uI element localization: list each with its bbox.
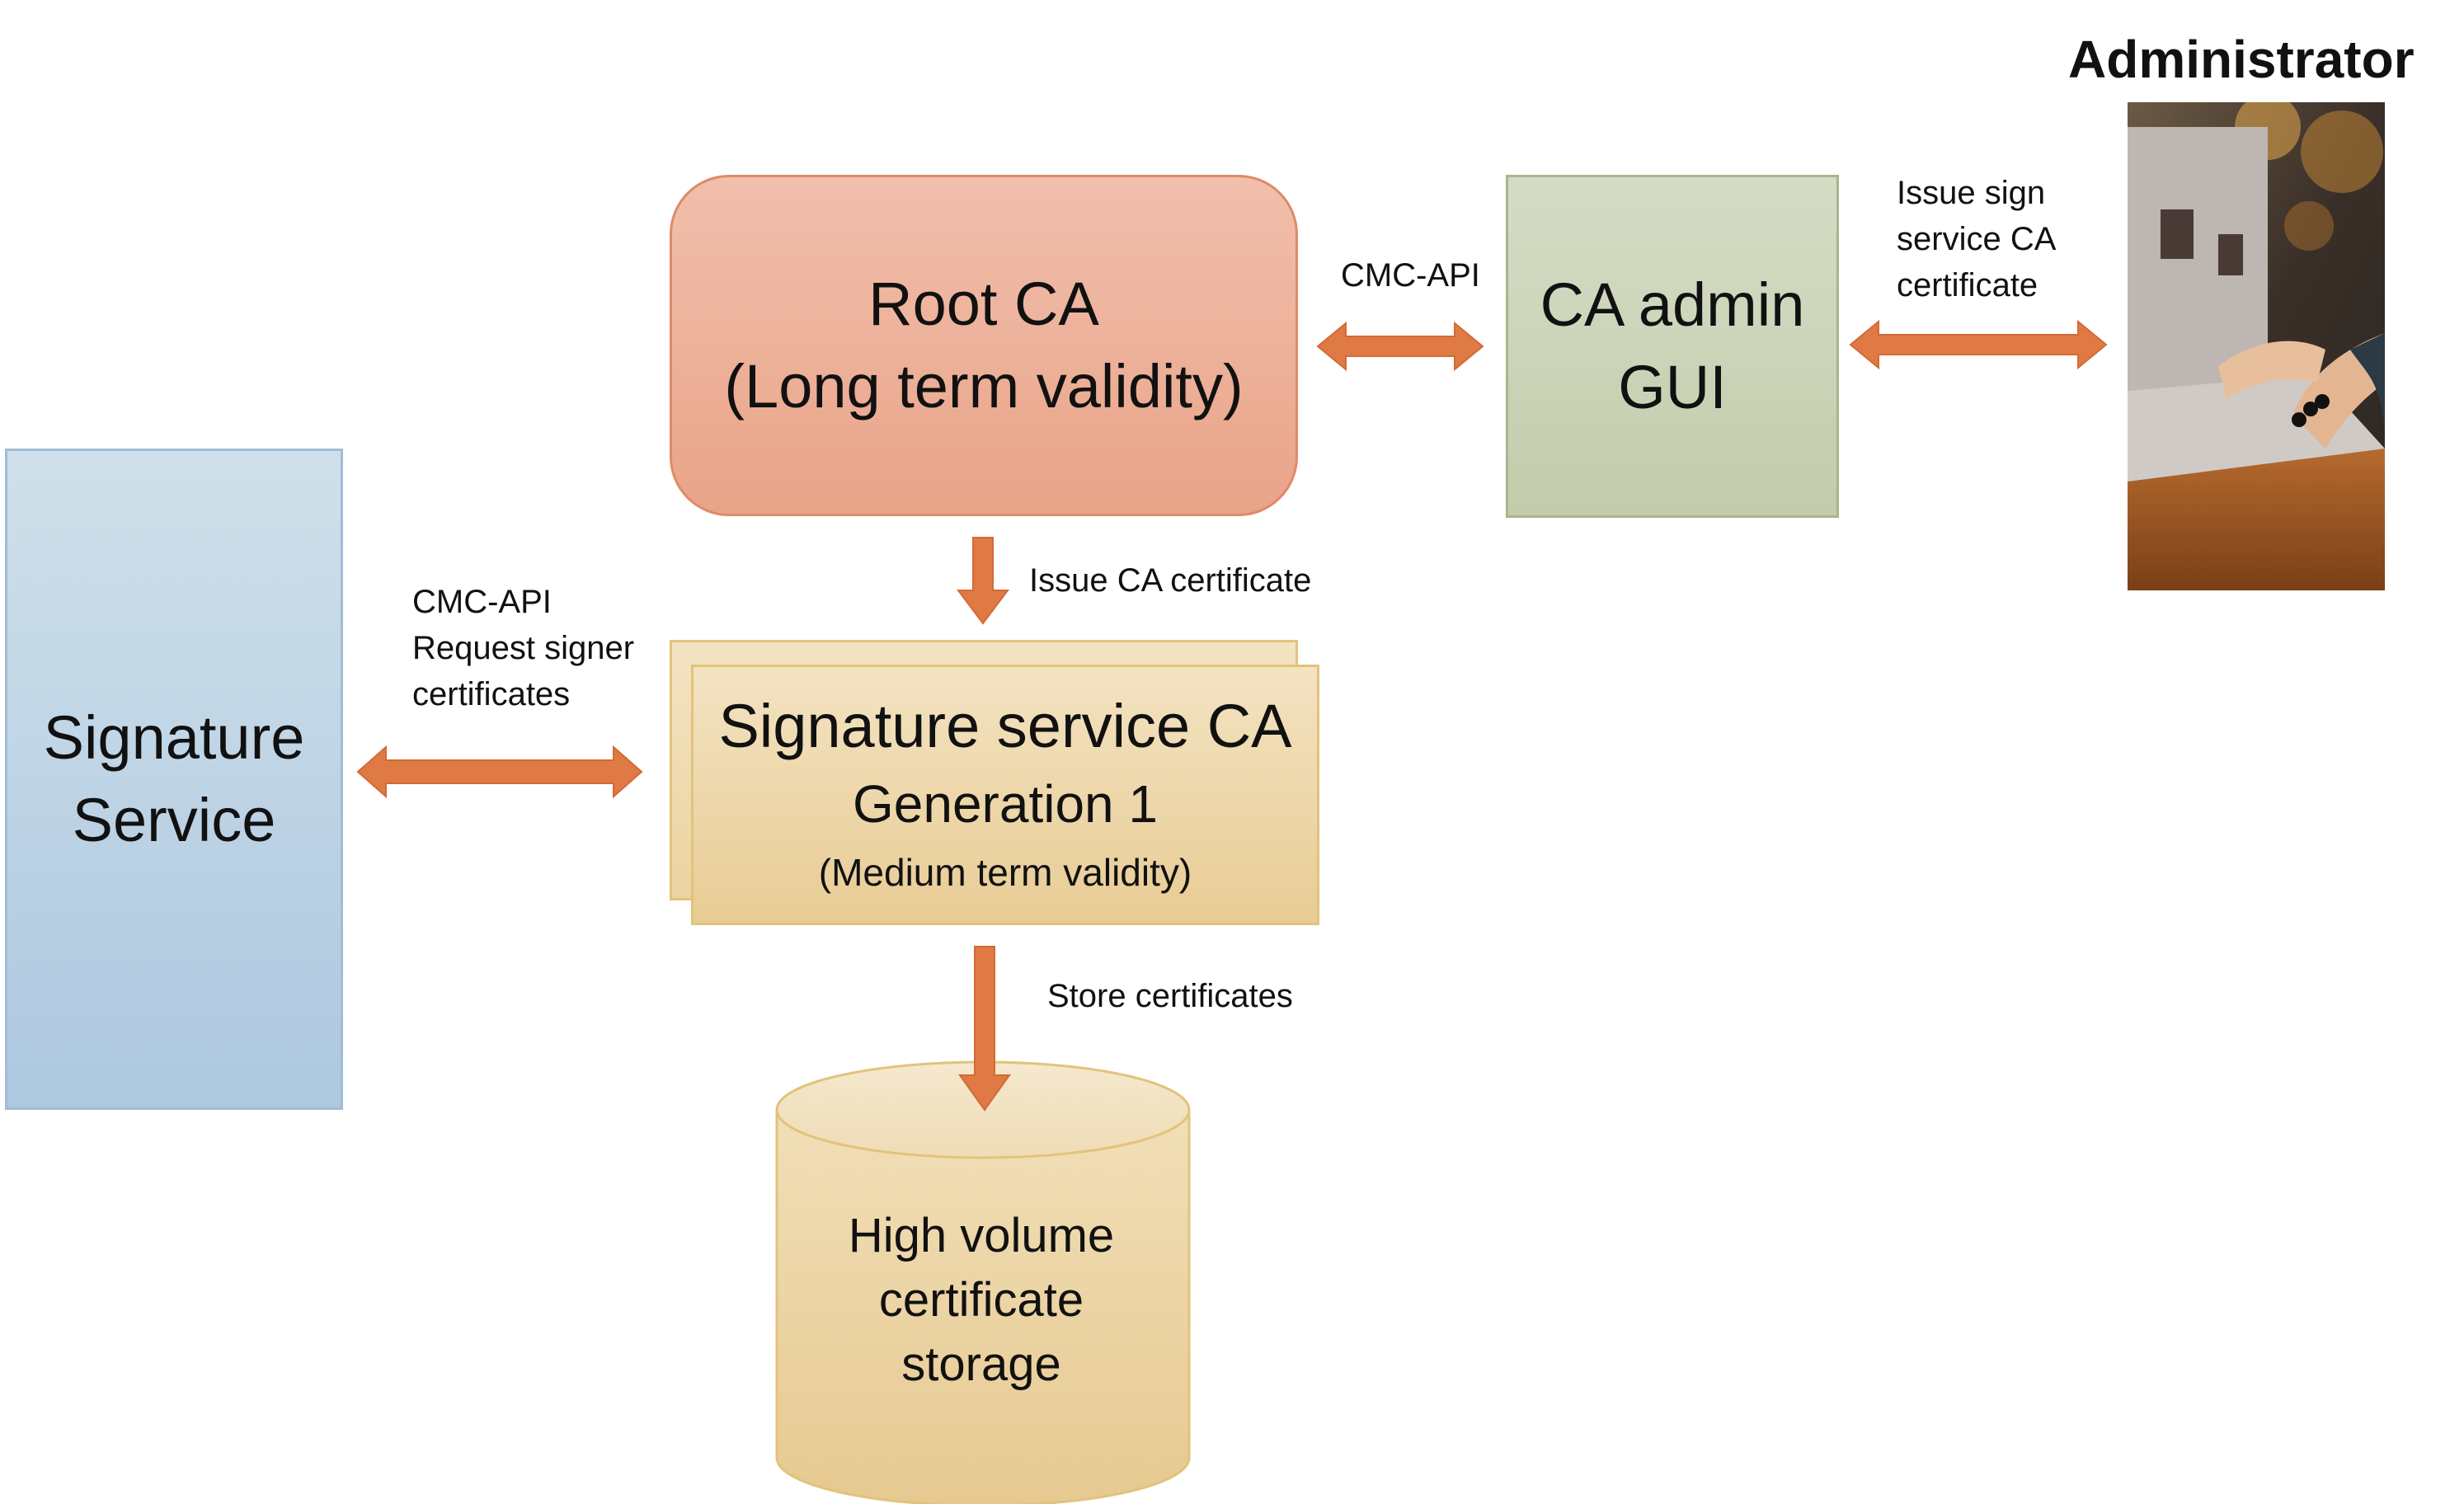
sigservice-label-line-2: Request signer bbox=[412, 630, 635, 666]
administrator-title: Administrator bbox=[2068, 30, 2415, 89]
ca-admin-subtitle: GUI bbox=[1618, 353, 1727, 421]
signature-service-node: Signature Service bbox=[5, 449, 343, 1110]
sigservice-label-line-1: CMC-API bbox=[412, 584, 552, 620]
admin-user-label-line-2: service CA bbox=[1897, 221, 2057, 257]
sigservice-label: CMC-API Request signer certificates bbox=[412, 579, 634, 717]
signature-ca-title: Signature service CA bbox=[718, 692, 1292, 760]
root-admin-label: CMC-API bbox=[1341, 257, 1480, 294]
storage-cylinder bbox=[775, 1060, 1191, 1504]
root-ca-subtitle: (Long term validity) bbox=[724, 352, 1244, 421]
storage-label: High volume certificate storage bbox=[775, 1204, 1187, 1397]
sigservice-arrow bbox=[356, 745, 643, 799]
signature-ca-generation: Generation 1 bbox=[852, 774, 1159, 834]
signature-ca-validity: (Medium term validity) bbox=[818, 851, 1192, 894]
admin-user-label-line-3: certificate bbox=[1897, 267, 2038, 303]
signature-service-ca-node: Signature service CA Generation 1 (Mediu… bbox=[691, 665, 1319, 925]
admin-user-arrow bbox=[1849, 319, 2108, 370]
admin-user-label: Issue sign service CA certificate bbox=[1897, 170, 2056, 308]
sigservice-label-line-3: certificates bbox=[412, 676, 571, 712]
ca-admin-title: CA admin bbox=[1540, 270, 1805, 339]
storage-line-3: storage bbox=[901, 1337, 1061, 1391]
sigca-to-storage-label: Store certificates bbox=[1047, 978, 1293, 1014]
signature-service-line2: Service bbox=[72, 786, 276, 854]
sigca-to-storage-arrow bbox=[958, 946, 1011, 1112]
root-ca-node: Root CA (Long term validity) bbox=[670, 175, 1298, 516]
storage-line-1: High volume bbox=[848, 1209, 1115, 1262]
root-to-sigca-arrow bbox=[957, 537, 1009, 625]
storage-line-2: certificate bbox=[878, 1273, 1084, 1327]
root-ca-title: Root CA bbox=[868, 270, 1099, 338]
ca-admin-gui-node: CA admin GUI bbox=[1506, 175, 1839, 518]
signature-service-line1: Signature bbox=[43, 703, 305, 772]
root-admin-arrow bbox=[1316, 321, 1484, 372]
administrator-photo bbox=[2128, 102, 2385, 590]
root-to-sigca-label: Issue CA certificate bbox=[1029, 562, 1312, 599]
admin-user-label-line-1: Issue sign bbox=[1897, 175, 2046, 211]
